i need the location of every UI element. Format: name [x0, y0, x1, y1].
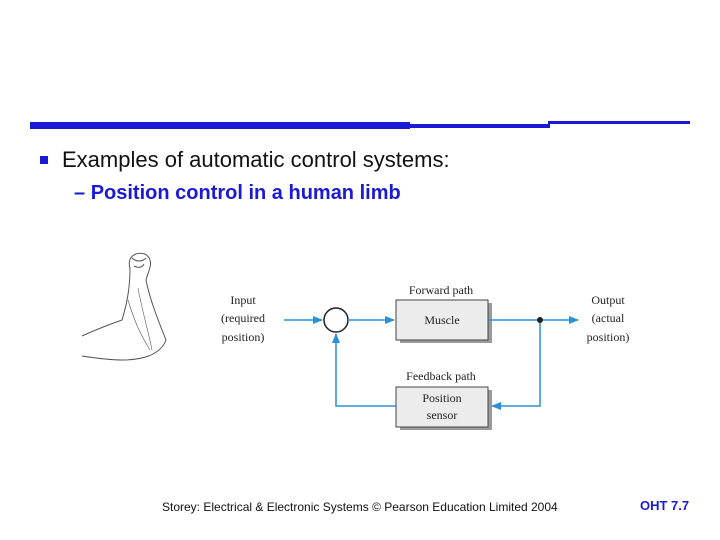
- feedback-takeoff-arrow: [491, 320, 541, 410]
- feedback-path-label: Feedback path: [406, 369, 476, 383]
- sensor-label-line-1: Position: [422, 391, 461, 405]
- forward-path-label: Forward path: [409, 283, 473, 297]
- bullet-item: Examples of automatic control systems:: [40, 147, 450, 173]
- title-rule-thick: [30, 122, 410, 129]
- sensor-block: [395, 386, 489, 428]
- output-label: Output (actual position): [587, 293, 630, 344]
- sensor-label-line-2: sensor: [427, 408, 458, 422]
- bullet-text: Examples of automatic control systems:: [62, 147, 450, 172]
- slide-code: OHT 7.7: [640, 498, 690, 513]
- signal-lines: [284, 316, 579, 410]
- input-label-line-1: Input: [230, 293, 256, 307]
- input-label-line-3: position): [222, 330, 265, 344]
- summing-junction: [323, 307, 349, 333]
- square-bullet-icon: [40, 156, 48, 164]
- muscle-block: [395, 299, 489, 341]
- input-label-line-2: (required: [221, 311, 265, 325]
- arm-illustration: [81, 252, 167, 361]
- footer-credit: Storey: Electrical & Electronic Systems …: [162, 500, 558, 514]
- sub-bullet-item: – Position control in a human limb: [74, 182, 401, 205]
- output-label-line-3: position): [587, 330, 630, 344]
- output-label-line-1: Output: [591, 293, 625, 307]
- muscle-label: Muscle: [424, 313, 459, 327]
- sub-bullet-text: Position control in a human limb: [90, 182, 401, 204]
- feedback-return-arrow: [332, 333, 396, 407]
- output-label-line-2: (actual: [592, 311, 625, 325]
- takeoff-point: [537, 317, 543, 323]
- input-label: Input (required position): [221, 293, 265, 344]
- title-rule-thin: [548, 121, 690, 124]
- title-rule-mid: [408, 124, 550, 128]
- sub-bullet-dash: –: [74, 182, 86, 204]
